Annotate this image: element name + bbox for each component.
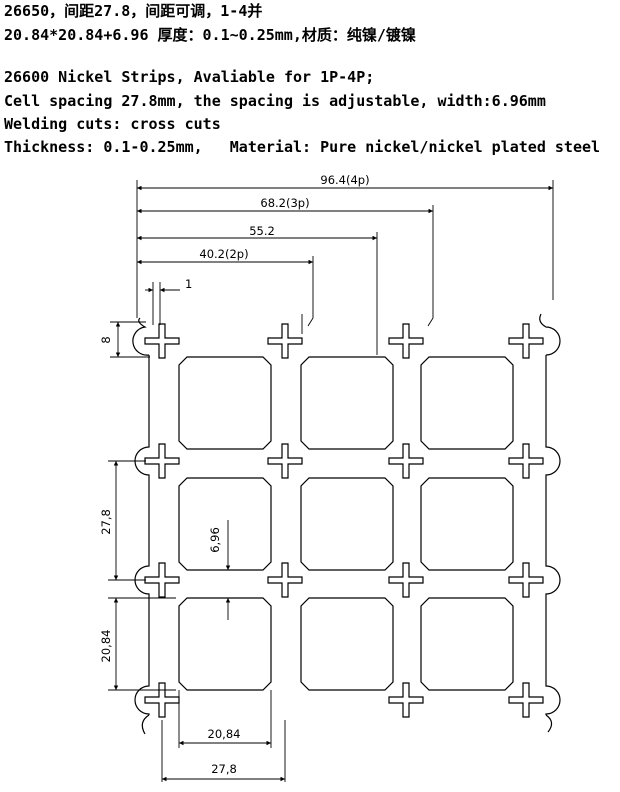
dim-label-pitch-h: 27,8 [211,762,237,776]
weld-cross-cut [144,323,180,359]
spec-chinese: 20.84*20.84+6.96 厚度：0.1~0.25mm,材质：纯镍/镀镍 [4,26,416,44]
weld-cross-cut [144,443,180,479]
dim-label-pad-h: 20,84 [208,727,241,741]
cell-pad [178,597,272,691]
strip-bottom-left-curve [141,714,150,735]
weld-cross-cut [508,682,544,718]
dimension-lines [108,180,554,782]
strip-bottom-right-curve [545,714,553,733]
weld-cross-cut [388,443,424,479]
cell-pad [420,477,514,571]
material-spec: Thickness: 0.1-0.25mm, Material: Pure ni… [4,138,601,156]
dim-label-2p: 40.2(2p) [199,247,248,261]
cell-pad [420,356,514,450]
dim-label-slot: 1 [185,277,192,291]
weld-cross-cut [508,562,544,598]
weld-cross-cut [144,562,180,598]
weld-cross-cut [267,562,303,598]
cell-pads [178,356,514,691]
dim-label-pad-v: 20,84 [99,630,113,663]
weld-cross-cuts [144,323,544,718]
spacing-spec: Cell spacing 27.8mm, the spacing is adju… [4,92,546,110]
dim-label-55: 55.2 [249,224,275,238]
dim-label-width: 6,96 [208,527,222,553]
cell-pad [178,477,272,571]
weld-cross-cut [267,443,303,479]
extension-line [427,317,434,327]
dim-label-pitch-v: 27,8 [99,509,113,535]
weld-cross-cut [267,323,303,359]
strip-top-left-curve [132,317,150,356]
weld-cross-cut [508,323,544,359]
dim-label-4p: 96.4(4p) [320,173,369,187]
weld-cross-cut [388,562,424,598]
title-english: 26600 Nickel Strips, Avaliable for 1P-4P… [4,68,375,86]
weld-cross-cut [144,682,180,718]
strip-right-edge [545,355,561,715]
dim-label-tab: 8 [99,336,113,343]
weld-cross-cut [508,443,544,479]
welding-spec: Welding cuts: cross cuts [4,115,221,133]
cell-pad [420,597,514,691]
cell-pad [300,477,394,571]
strip-top-right-curve [539,313,561,356]
weld-cross-cut [388,323,424,359]
title-chinese: 26650，间距27.8，间距可调，1-4并 [4,2,263,20]
weld-cross-cut [388,682,424,718]
dim-label-3p: 68.2(3p) [260,196,309,210]
strip-outline [132,313,561,735]
cell-pad [300,597,394,691]
cell-pad [300,356,394,450]
strip-left-edge [134,355,150,715]
cell-pad [178,356,272,450]
extension-line [307,317,314,327]
